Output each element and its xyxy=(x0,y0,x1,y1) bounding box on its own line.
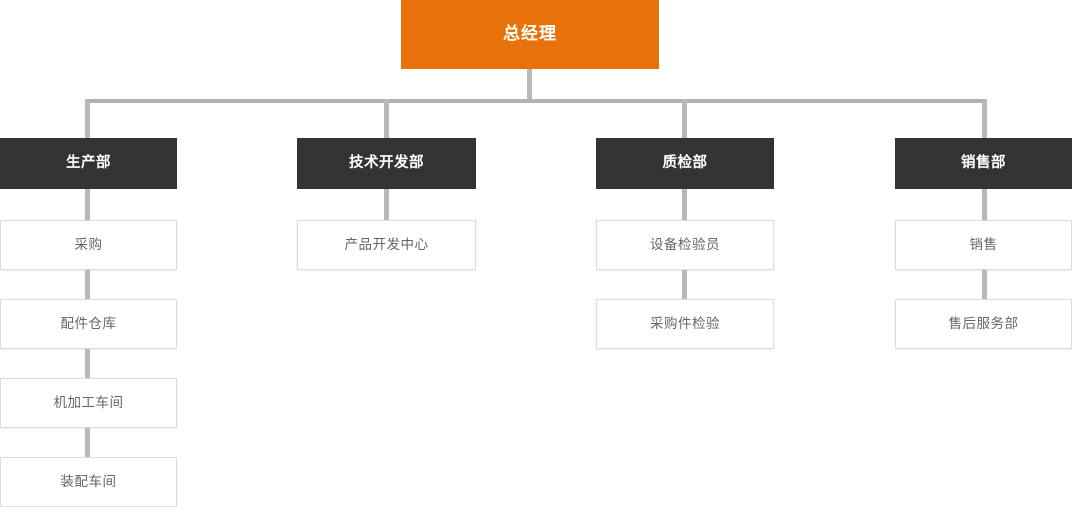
connector-quality-to-child-2 xyxy=(682,270,687,299)
node-production-child-parts-warehouse[interactable]: 配件仓库 xyxy=(0,299,177,349)
connector-sales-to-child-2 xyxy=(982,270,987,299)
connector-branch-4-drop xyxy=(982,99,987,138)
node-label: 技术开发部 xyxy=(349,154,424,171)
connector-production-to-child-2 xyxy=(85,270,90,299)
node-technical-child-product-development-center[interactable]: 产品开发中心 xyxy=(297,220,476,270)
node-label: 总经理 xyxy=(503,24,557,44)
node-department-technical-development[interactable]: 技术开发部 xyxy=(297,138,476,189)
node-label: 装配车间 xyxy=(60,473,117,489)
node-label: 配件仓库 xyxy=(60,315,117,331)
node-label: 采购 xyxy=(74,236,103,252)
node-department-quality-inspection[interactable]: 质检部 xyxy=(596,138,774,189)
node-label: 销售部 xyxy=(961,154,1006,171)
node-sales-child-sales[interactable]: 销售 xyxy=(895,220,1072,270)
connector-production-to-child-4 xyxy=(85,428,90,457)
node-label: 采购件检验 xyxy=(650,315,720,331)
node-label: 设备检验员 xyxy=(650,236,720,252)
connector-production-to-child-3 xyxy=(85,349,90,378)
node-label: 销售 xyxy=(969,236,998,252)
node-label: 机加工车间 xyxy=(53,394,124,410)
connector-root-stem xyxy=(527,69,532,103)
connector-branch-3-drop xyxy=(682,99,687,138)
node-production-child-assembly-workshop[interactable]: 装配车间 xyxy=(0,457,177,507)
node-label: 售后服务部 xyxy=(948,315,1019,331)
node-general-manager[interactable]: 总经理 xyxy=(401,0,659,69)
node-production-child-procurement[interactable]: 采购 xyxy=(0,220,177,270)
node-label: 产品开发中心 xyxy=(344,236,429,252)
connector-horizontal-bus xyxy=(85,99,987,103)
node-department-sales[interactable]: 销售部 xyxy=(895,138,1072,189)
node-label: 生产部 xyxy=(66,154,111,171)
connector-branch-2-drop xyxy=(384,99,389,138)
node-label: 质检部 xyxy=(662,154,708,171)
node-sales-child-after-sales-service[interactable]: 售后服务部 xyxy=(895,299,1072,349)
connector-production-to-child-1 xyxy=(85,189,90,220)
connector-technical-to-child-1 xyxy=(384,189,389,220)
node-quality-child-equipment-inspector[interactable]: 设备检验员 xyxy=(596,220,774,270)
connector-branch-1-drop xyxy=(85,99,90,138)
node-production-child-machining-workshop[interactable]: 机加工车间 xyxy=(0,378,177,428)
connector-quality-to-child-1 xyxy=(682,189,687,220)
connector-sales-to-child-1 xyxy=(982,189,987,220)
node-department-production[interactable]: 生产部 xyxy=(0,138,177,189)
node-quality-child-purchased-parts-inspection[interactable]: 采购件检验 xyxy=(596,299,774,349)
